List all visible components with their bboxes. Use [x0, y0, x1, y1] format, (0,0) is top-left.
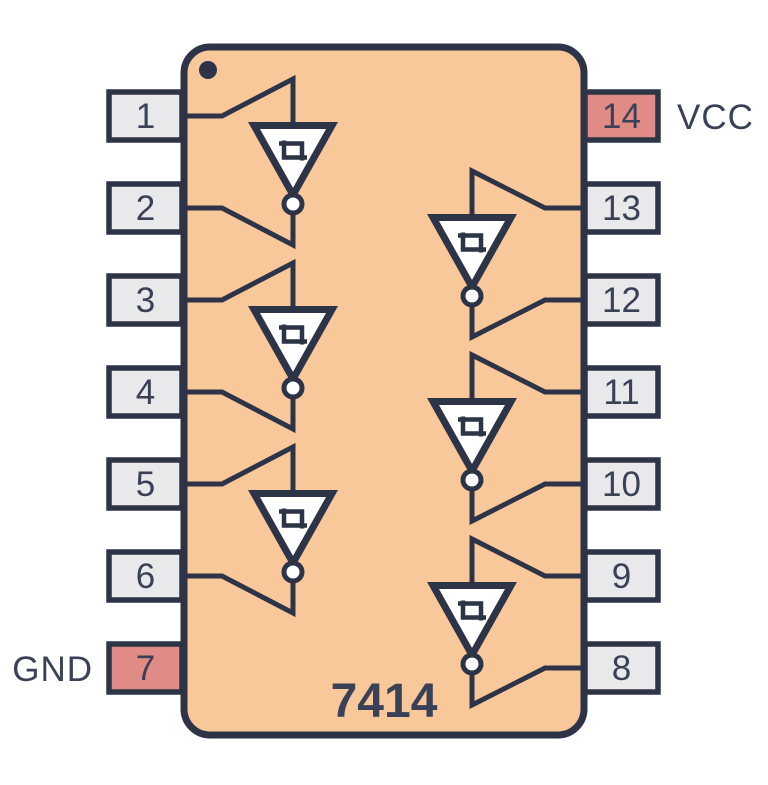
pin-5: 5 — [106, 457, 185, 511]
inverter-2-output-wire — [181, 389, 296, 434]
inverter-4-output-wire — [469, 297, 588, 342]
inverter-3-output-bubble — [281, 560, 305, 584]
chip-body — [180, 43, 588, 739]
pin-2-box — [106, 181, 185, 235]
pin-6-number: 6 — [136, 557, 155, 596]
hysteresis-icon — [279, 140, 307, 161]
pin-11-box — [582, 365, 661, 419]
pin-6-box — [106, 549, 185, 603]
inverter-6-output-wire — [469, 665, 588, 710]
pin-13-number: 13 — [602, 189, 641, 228]
pin-14-number: 14 — [602, 97, 641, 136]
inverter-3-triangle — [248, 490, 338, 571]
pin-12-number: 12 — [602, 281, 641, 320]
part-number-label: 7414 — [331, 675, 438, 728]
pin-4: 4 — [106, 365, 185, 419]
pin-9-box — [582, 549, 661, 603]
pin-7: 7 — [106, 641, 185, 695]
pin-3-box — [106, 273, 185, 327]
pin-8-number: 8 — [612, 649, 631, 688]
pin-9: 9 — [582, 549, 661, 603]
pin-2-number: 2 — [136, 189, 155, 228]
pin-1-number: 1 — [136, 97, 155, 136]
hysteresis-icon — [279, 324, 307, 345]
inverter-1-input-wire — [181, 74, 296, 130]
inverter-4-input-wire — [469, 166, 588, 222]
pin-7-box — [106, 641, 185, 695]
inverter-2-output-bubble — [281, 376, 305, 400]
pin-9-number: 9 — [612, 557, 631, 596]
pin-3-number: 3 — [136, 281, 155, 320]
inverter-6-triangle — [427, 582, 517, 663]
inverter-3-output-wire — [181, 573, 296, 618]
pin-1: 1 — [106, 89, 185, 143]
vcc-label: VCC — [677, 98, 754, 137]
inverter-2 — [181, 258, 338, 434]
pin-5-box — [106, 457, 185, 511]
inverter-1-triangle — [248, 122, 338, 203]
hysteresis-icon — [458, 232, 486, 253]
pin-8: 8 — [582, 641, 661, 695]
inverter-1 — [181, 74, 338, 250]
pin-13-box — [582, 181, 661, 235]
inverter-3 — [181, 442, 338, 618]
pin-14-box — [582, 89, 661, 143]
inverter-6-output-bubble — [460, 652, 484, 676]
pin1-indicator-dot — [199, 61, 217, 79]
inverter-5-output-bubble — [460, 468, 484, 492]
inverter-5-output-wire — [469, 481, 588, 526]
pin-8-box — [582, 641, 661, 695]
inverter-1-output-bubble — [281, 192, 305, 216]
pin-1-box — [106, 89, 185, 143]
gnd-label: GND — [12, 650, 93, 689]
pin-13: 13 — [582, 181, 661, 235]
pin-4-box — [106, 365, 185, 419]
inverter-4-triangle — [427, 214, 517, 295]
inverter-6 — [427, 534, 588, 710]
inverter-5 — [427, 350, 588, 526]
pin-10-box — [582, 457, 661, 511]
pin-14: 14 — [582, 89, 661, 143]
pin-10-number: 10 — [602, 465, 641, 504]
inverter-3-input-wire — [181, 442, 296, 498]
pin-10: 10 — [582, 457, 661, 511]
pin-4-number: 4 — [136, 373, 155, 412]
hysteresis-icon — [279, 508, 307, 529]
pin-2: 2 — [106, 181, 185, 235]
inverter-4-output-bubble — [460, 284, 484, 308]
pin-11: 11 — [582, 365, 661, 419]
pin-12-box — [582, 273, 661, 327]
inverter-4 — [427, 166, 588, 342]
pin-12: 12 — [582, 273, 661, 327]
hysteresis-icon — [458, 416, 486, 437]
inverter-2-triangle — [248, 306, 338, 387]
pin-6: 6 — [106, 549, 185, 603]
pin-3: 3 — [106, 273, 185, 327]
inverter-1-output-wire — [181, 205, 296, 250]
inverter-6-input-wire — [469, 534, 588, 590]
hysteresis-icon — [458, 600, 486, 621]
inverter-5-triangle — [427, 398, 517, 479]
pin-11-number: 11 — [603, 373, 639, 412]
pin-5-number: 5 — [136, 465, 155, 504]
pin-7-number: 7 — [136, 649, 155, 688]
inverter-5-input-wire — [469, 350, 588, 406]
inverter-2-input-wire — [181, 258, 296, 314]
